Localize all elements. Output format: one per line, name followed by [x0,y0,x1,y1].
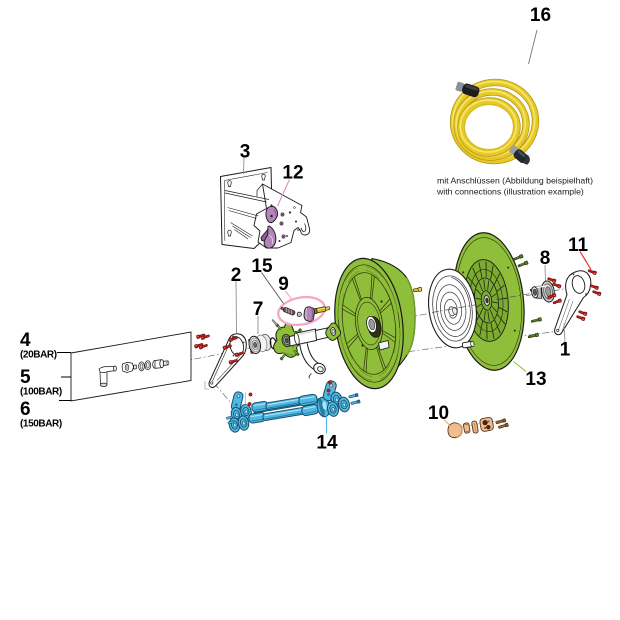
red-screw [200,334,210,340]
part-label-3: 3 [240,142,251,163]
red-screw [196,333,206,339]
red-screw [552,282,562,289]
elbow-fitting [98,365,117,387]
part-labels: 1 2 3 7 8 9 10 11 12 13 14 15 16 4 5 6 (… [20,5,593,454]
leader-8 [544,264,546,282]
spiral-spring-disc [428,268,477,349]
red-screw [234,351,244,357]
hex-nut-fitting [121,361,137,373]
part-label-5: 5 [20,367,31,388]
part-label-2: 2 [231,265,242,286]
part-12-release-lever [260,205,286,249]
red-screw [576,315,586,321]
green-screw [527,332,539,339]
brown-screw [498,422,509,429]
leader-10 [443,419,452,428]
green-screw [517,260,529,268]
leader-11 [579,251,592,270]
axis-overlays [431,293,532,313]
hose-caption-en: with connections (illustration example) [436,187,584,197]
part-label-8: 8 [540,248,551,269]
leader-12 [276,179,291,207]
keyhole-slot [227,180,232,187]
part-label-15: 15 [251,256,273,277]
leader-15 [261,272,284,304]
part-label-7: 7 [253,299,264,320]
part-label-4: 4 [20,330,31,351]
red-screw [198,344,208,350]
red-screw [592,290,602,296]
brass-bolt [413,286,423,293]
leader-1 [563,323,566,344]
part-label-12: 12 [282,163,303,184]
green-screw [530,317,542,323]
hub-bolt [293,349,300,357]
hose-caption-de: mit Anschlüssen (Abbildung beispielhaft) [437,176,593,186]
part-spec-5: (100BAR) [20,387,62,398]
red-screw [222,344,232,350]
red-screw [589,284,599,290]
hub-bolt [279,353,286,361]
keyhole-slot [227,229,232,237]
red-screw [194,343,204,349]
leader-3 [243,156,245,175]
part-10-swivel-kit [447,417,509,439]
hose-fitting-bottom [509,145,530,165]
part-label-6: 6 [20,399,31,420]
part-1-outer-support-bracket [554,270,592,336]
red-screw [228,336,238,342]
brown-screw [495,418,507,425]
leader-16 [528,29,538,65]
green-screw [512,254,524,261]
leader-9 [285,290,292,300]
part-16-hose-photo [449,78,540,165]
red-screw [552,298,562,305]
red-screw [587,269,597,275]
part-label-14: 14 [316,433,338,454]
red-screw [547,293,557,299]
part-label-13: 13 [525,369,546,390]
hose-fitting-top [455,81,480,98]
leader-13 [513,361,527,372]
leader-2 [235,280,237,334]
red-screw [578,310,588,316]
part-label-11: 11 [568,235,589,256]
leader-lines [235,29,592,434]
part-2-inner-support-bracket [204,333,247,390]
reel-front-disc-and-drum [334,257,416,390]
part-9-valve-kit [280,306,331,322]
part-label-16: 16 [530,5,551,26]
part-label-10: 10 [428,403,449,424]
red-screw [228,359,238,365]
shaft-swivel-assembly [289,322,342,379]
ratchet-hub [271,319,303,361]
ring-seals [138,360,152,372]
part-spec-6: (150BAR) [20,419,62,430]
connector-fitting [152,359,170,369]
part-spec-4: (20BAR) [20,350,57,361]
red-screw [547,277,557,283]
part-7-bearing [248,333,272,355]
keyhole-slot [261,173,266,181]
part-label-1: 1 [560,340,571,361]
spec-bracket-lines [57,352,71,401]
part-4-5-6-fitting-kit-panel [70,331,192,402]
part-label-9: 9 [278,274,289,295]
part-14-roller-guide-assembly [226,380,361,433]
